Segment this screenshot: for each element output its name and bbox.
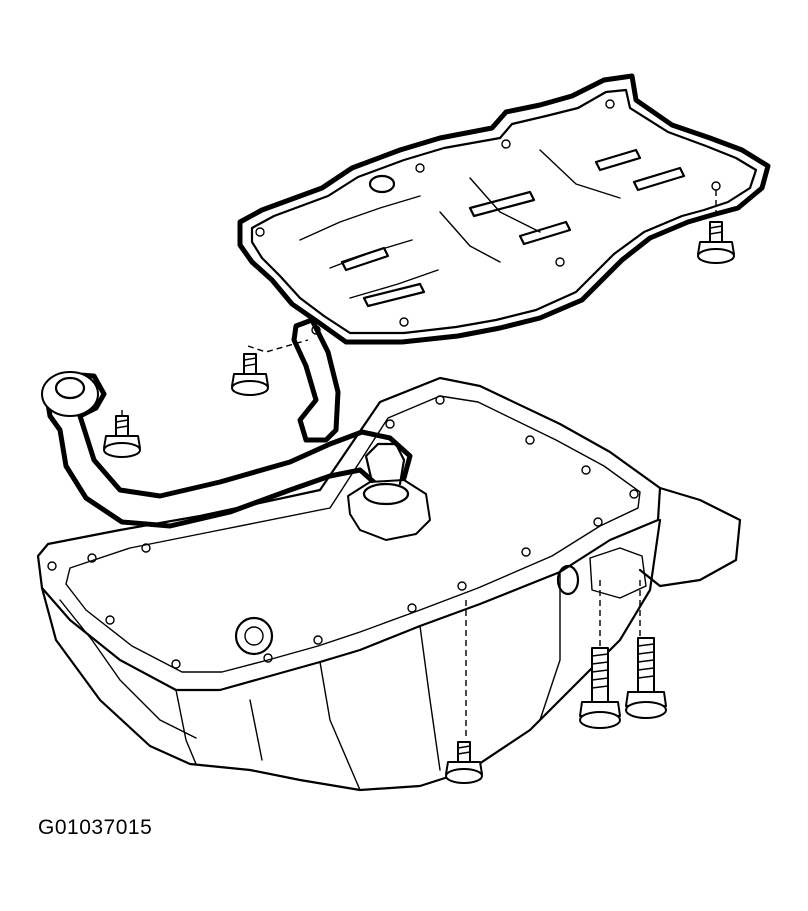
bolt [445, 741, 483, 784]
oil-strainer-tube [41, 317, 431, 541]
bolt [103, 415, 141, 458]
baffle-plate [237, 73, 771, 345]
bolt [231, 353, 269, 396]
bolt [625, 637, 667, 719]
figure-id-label: G01037015 [38, 816, 153, 839]
bolt [579, 647, 621, 729]
bolt [697, 221, 735, 264]
